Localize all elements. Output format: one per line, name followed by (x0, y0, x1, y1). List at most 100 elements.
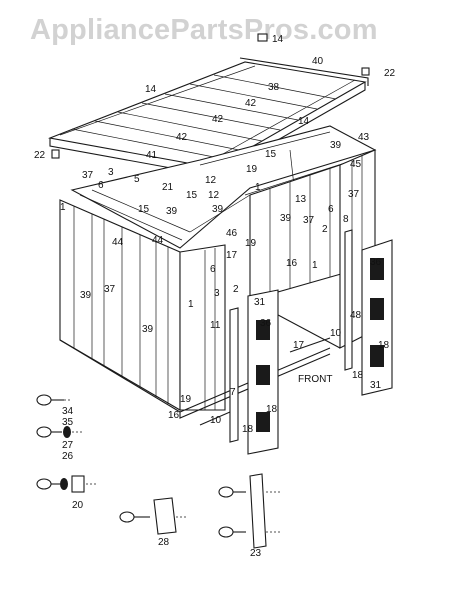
callout-6: 6 (98, 180, 104, 191)
callout-23: 23 (250, 548, 262, 559)
callout-6: 6 (328, 204, 334, 215)
callout-16: 16 (168, 410, 180, 421)
callout-19: 19 (245, 238, 257, 249)
callout-26: 26 (62, 451, 74, 462)
callout-15: 15 (265, 149, 277, 160)
frame-beam (79, 194, 183, 241)
callout-2: 2 (322, 224, 328, 235)
callout-labels: 40 22 14 14 38 42 42 42 41 22 14 43 39 4… (34, 34, 396, 559)
callout-14: 14 (145, 84, 157, 95)
site-watermark: AppliancePartsPros.com (30, 14, 378, 46)
door-handle-plate (370, 298, 384, 320)
hardware-plate-28 (119, 497, 186, 535)
callout-43: 43 (358, 132, 370, 143)
roof-rib (141, 102, 281, 131)
roof-trim-40 (239, 57, 369, 86)
roof-ridge-line (59, 65, 256, 136)
door-right (361, 239, 393, 396)
screw-head (36, 394, 52, 406)
callout-34: 34 (62, 406, 74, 417)
bracket-top (257, 33, 268, 42)
callout-36: 36 (370, 257, 382, 268)
callout-17: 17 (293, 340, 305, 351)
callout-39: 39 (80, 290, 92, 301)
rail-piece-10 (199, 411, 231, 426)
callout-41: 41 (146, 150, 158, 161)
roof-rib (164, 93, 299, 121)
callout-3: 3 (108, 167, 114, 178)
door-handle-plate (256, 320, 270, 340)
roof-rib (94, 120, 245, 152)
callout-42: 42 (212, 114, 224, 125)
roof-rib (71, 128, 230, 161)
hardware-screw-34 (36, 394, 72, 406)
door-handle-plate (256, 365, 270, 385)
callout-20: 20 (72, 500, 84, 511)
callout-2: 2 (233, 284, 239, 295)
frame-beam (189, 194, 251, 233)
callout-3: 3 (214, 288, 220, 299)
rail-piece-17 (289, 337, 331, 353)
callout-37: 37 (303, 215, 315, 226)
floor-rail-edge (179, 353, 331, 419)
callout-39: 39 (212, 204, 224, 215)
front-wall-left (179, 244, 226, 411)
callout-15: 15 (138, 204, 150, 215)
hardware-screw-27 (36, 426, 82, 438)
screw-head (218, 526, 234, 538)
callout-28: 28 (158, 537, 170, 548)
hardware-screw-20 (36, 475, 98, 493)
callout-17: 17 (226, 250, 238, 261)
callout-31: 31 (254, 297, 266, 308)
callout-38: 38 (268, 82, 280, 93)
callout-1: 1 (255, 182, 261, 193)
callout-39: 39 (142, 324, 154, 335)
callout-18: 18 (352, 370, 364, 381)
callout-19: 19 (180, 394, 192, 405)
bracket-22-left (51, 149, 60, 159)
callout-27: 27 (62, 440, 74, 451)
callout-40: 40 (312, 56, 324, 67)
roof-rib (189, 83, 318, 110)
bracket-22-right (361, 67, 370, 76)
callout-1: 1 (188, 299, 194, 310)
callout-31: 31 (370, 380, 382, 391)
plate (153, 497, 177, 535)
callout-8: 8 (343, 214, 349, 225)
callout-46: 46 (226, 228, 238, 239)
door-trim-48 (344, 229, 353, 371)
bracket (71, 475, 85, 493)
door-handle-plate (370, 345, 384, 367)
callout-18: 18 (242, 424, 254, 435)
callout-35: 35 (62, 417, 74, 428)
door-handle-plate (256, 412, 270, 432)
callout-22: 22 (34, 150, 46, 161)
callout-13: 13 (295, 194, 307, 205)
callout-39: 39 (330, 140, 342, 151)
callout-37: 37 (348, 189, 360, 200)
callout-1: 1 (312, 260, 318, 271)
callout-1: 1 (60, 202, 66, 213)
door-trim-47 (229, 307, 239, 443)
frame-beam (199, 131, 331, 166)
callout-12: 12 (208, 190, 220, 201)
callout-19: 19 (246, 164, 258, 175)
door-left (247, 289, 279, 455)
washer (60, 478, 68, 490)
callout-10: 10 (330, 328, 342, 339)
callout-45: 45 (350, 159, 362, 170)
callout-47: 7 (230, 387, 236, 398)
frame-beam (91, 189, 191, 233)
front-label: FRONT (298, 374, 332, 385)
callout-21: 21 (162, 182, 174, 193)
callout-6: 6 (210, 264, 216, 275)
callout-15: 15 (186, 190, 198, 201)
callout-44: 44 (112, 237, 124, 248)
callout-48: 48 (350, 310, 362, 321)
callout-14: 14 (272, 34, 284, 45)
roof-rib (213, 74, 337, 100)
callout-42: 42 (245, 98, 257, 109)
wall-frame (59, 125, 377, 426)
